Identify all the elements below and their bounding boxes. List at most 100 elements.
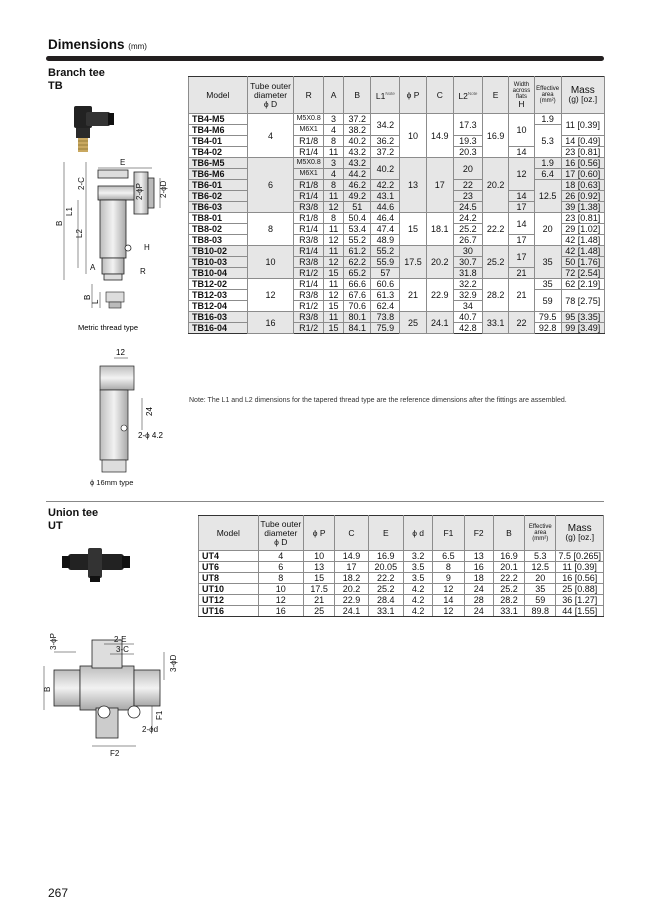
tb-title: Branch tee (48, 67, 105, 79)
tb-metric-inset: B L Metric thread type (78, 284, 138, 332)
tb-h-c: C (425, 76, 454, 114)
tb-cell-r: R3/8 (293, 311, 324, 323)
tb-cell-model: TB16-03 (188, 311, 248, 323)
tb-label-2c: 2-C (77, 177, 86, 190)
ut-cell-f1: 9 (432, 572, 465, 584)
tb-cell-d: 6 (246, 157, 295, 213)
ut-label-2dd: 2-ϕd (142, 725, 158, 734)
ut-section-title: Union tee UT (48, 507, 98, 533)
tb-cell-r: R3/8 (293, 201, 324, 213)
tb-cell-e: 20.2 (481, 157, 510, 213)
tb-cell-model: TB10-03 (188, 256, 248, 268)
ut-h-mass: Mass (g) [oz.] (555, 515, 604, 551)
tb-cell-r: R3/8 (293, 289, 324, 301)
ut-table: Model Tube outer diameter ϕ D ϕ P C E ϕ … (198, 515, 604, 617)
tb-label-h: H (144, 243, 150, 252)
tb-h-area: Effective area (mm²) (533, 76, 562, 114)
ut-cell-p: 17.5 (303, 583, 336, 595)
tb-cell-mass: 95 [3.35] (560, 311, 606, 323)
tb-cell-b: 51 (343, 201, 372, 213)
page-number: 267 (48, 886, 69, 900)
tb-cell-r: M6X1 (293, 168, 324, 180)
tb-cell-r: R1/4 (293, 278, 324, 290)
tb-cell-b: 44.2 (343, 168, 372, 180)
tb-cell-l1: 47.4 (370, 223, 401, 235)
ut-cell-dd: 4.2 (402, 605, 434, 617)
tb-h-model: Model (188, 76, 248, 114)
tb-cell-mass: 62 [2.19] (560, 278, 606, 290)
tb-cell-r: R3/8 (293, 256, 324, 268)
tb-cell-l2: 23 (452, 190, 483, 202)
tb-cell-d: 10 (246, 245, 295, 279)
tb-cell-c: 18.1 (425, 212, 454, 246)
tb-cell-l2: 42.8 (452, 322, 483, 334)
ut-cell-b: 22.2 (492, 572, 526, 584)
tb-cell-l2: 32.9 (452, 289, 483, 301)
tb-cell-l2: 31.8 (452, 267, 483, 279)
tb-cell-model: TB4-M5 (188, 113, 248, 125)
ut-cell-model: UT4 (198, 550, 259, 562)
tb-cell-area: 92.8 (533, 322, 562, 334)
tb-h-l1: L1Note (370, 76, 401, 114)
page-title: Dimensions (mm) (48, 37, 147, 52)
ut-cell-model: UT6 (198, 561, 259, 573)
tb-cell-c: 14.9 (425, 113, 454, 158)
tb-cell-mass: 29 [1.02] (560, 223, 606, 235)
tb-cell-mass: 39 [1.38] (560, 201, 606, 213)
ut-cell-mass: 11 [0.39] (555, 561, 604, 573)
tb-cell-r: R1/8 (293, 135, 324, 147)
tb-cell-r: R1/2 (293, 300, 324, 312)
tb-cell-e: 33.1 (481, 311, 510, 334)
ut-cell-b: 20.1 (492, 561, 526, 573)
metric-label-b: B (83, 295, 92, 300)
tb-cell-r: M5X0.8 (293, 113, 324, 125)
tb-cell-b: 55.2 (343, 234, 372, 246)
tb-label-l1: L1 (65, 207, 74, 216)
tb-cell-model: TB16-04 (188, 322, 248, 334)
tb-cell-model: TB8-01 (188, 212, 248, 224)
tb-cell-l1: 36.2 (370, 135, 401, 147)
tb-cell-b: 67.6 (343, 289, 372, 301)
tb-h-r: R (293, 76, 324, 114)
ut-cell-p: 10 (303, 550, 336, 562)
tb-section-title: Branch tee TB (48, 67, 105, 93)
tb-cell-area: 1.9 (533, 113, 562, 125)
tb-cell-mass: 11 [0.39] (560, 113, 606, 136)
tb-cell-r: R3/8 (293, 234, 324, 246)
tb-h-e: E (481, 76, 510, 114)
ut-cell-model: UT12 (198, 594, 259, 606)
tb-h-l2: L2Note (452, 76, 483, 114)
tb-cell-a: 11 (322, 311, 345, 323)
tb-cell-h: 14 (508, 146, 535, 158)
tb-cell-b: 40.2 (343, 135, 372, 147)
tb-cell-mass: 18 [0.63] (560, 179, 606, 191)
tb-cell-l1: 42.2 (370, 179, 401, 191)
ut-cell-mass: 44 [1.55] (555, 605, 604, 617)
tb-cell-b: 80.1 (343, 311, 372, 323)
tb-cell-l2: 19.3 (452, 135, 483, 147)
tb-cell-b: 38.2 (343, 124, 372, 136)
tb-cell-r: R1/8 (293, 212, 324, 224)
tb-cell-l2: 26.7 (452, 234, 483, 246)
tb-cell-l1: 40.2 (370, 157, 401, 180)
tb-cell-a: 15 (322, 300, 345, 312)
tb-cell-b: 61.2 (343, 245, 372, 257)
tb-cell-h: 17 (508, 234, 535, 246)
tb-label-2d: 2-ϕD (159, 180, 168, 198)
ut-cell-area: 35 (524, 583, 557, 595)
tb-cell-r: R1/4 (293, 190, 324, 202)
tb-cell-p: 15 (399, 212, 427, 246)
tb-main-drawing (97, 169, 155, 281)
tb-label-a: A (90, 263, 96, 272)
tb-cell-a: 15 (322, 267, 345, 279)
tb-cell-model: TB8-02 (188, 223, 248, 235)
tb-cell-a: 8 (322, 179, 345, 191)
tb-cell-l2: 24.5 (452, 201, 483, 213)
metric-caption: Metric thread type (78, 323, 138, 332)
d16-label-hole: 2-ϕ 4.2 (138, 431, 163, 440)
tb-label-2p: 2-ϕP (135, 183, 144, 200)
ut-cell-dd: 4.2 (402, 583, 434, 595)
tb-cell-mass: 78 [2.75] (560, 289, 606, 312)
tb-cell-model: TB4-02 (188, 146, 248, 158)
tb-cell-a: 3 (322, 157, 345, 169)
